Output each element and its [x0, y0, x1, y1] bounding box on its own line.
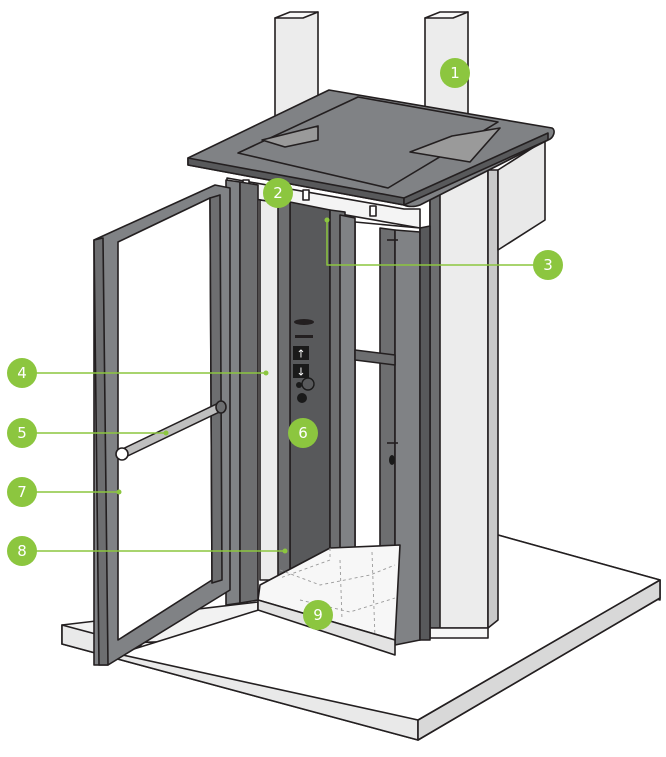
swing-door[interactable] — [93, 184, 231, 666]
up-arrow-icon: ↑ — [296, 348, 305, 361]
callout-3: 3 — [533, 250, 563, 280]
callout-5-number: 5 — [17, 424, 27, 442]
callout-7: 7 — [7, 477, 37, 507]
callout-9: 9 — [303, 600, 333, 630]
callout-leaders — [22, 220, 548, 552]
call-button[interactable] — [301, 377, 315, 391]
control-panel: ↑ ↓ — [293, 319, 315, 403]
callout-2-number: 2 — [273, 184, 283, 202]
callout-8-number: 8 — [17, 542, 27, 560]
callout-6: 6 — [288, 418, 318, 448]
callout-anchors — [116, 217, 330, 554]
callout-5: 5 — [7, 418, 37, 448]
callout-1: 1 — [440, 58, 470, 88]
callout-1-number: 1 — [450, 64, 460, 82]
callout-4: 4 — [7, 358, 37, 388]
right-door-frame — [339, 214, 431, 646]
callout-8: 8 — [7, 536, 37, 566]
down-button[interactable] — [293, 364, 309, 378]
up-button[interactable] — [293, 346, 309, 360]
door-handle[interactable] — [115, 400, 227, 461]
callout-7-number: 7 — [17, 483, 27, 501]
callout-3-number: 3 — [543, 256, 553, 274]
callout-badges: 1 2 3 4 5 6 7 8 — [7, 58, 563, 630]
emergency-button[interactable] — [297, 393, 307, 403]
door-lock-icon — [389, 455, 395, 465]
callout-4-number: 4 — [17, 364, 27, 382]
callout-2: 2 — [263, 178, 293, 208]
control-column — [277, 197, 346, 586]
callout-6-number: 6 — [298, 424, 308, 442]
down-arrow-icon: ↓ — [296, 366, 305, 379]
callout-9-number: 9 — [313, 606, 323, 624]
